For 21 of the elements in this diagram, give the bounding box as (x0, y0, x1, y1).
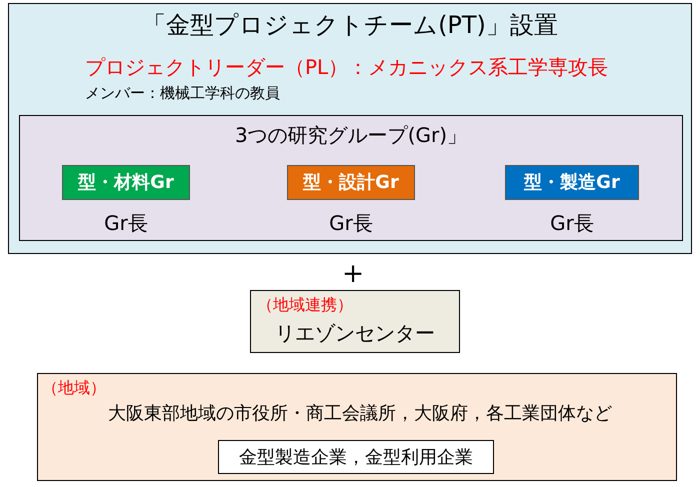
panel-box (218, 440, 494, 474)
plus-sign: ＋ (336, 254, 370, 290)
leader-caption: Gr長 (549, 210, 595, 236)
panel-box (19, 115, 683, 241)
member-text: メンバー：機械工学科の教員 (85, 83, 280, 103)
heading: 「金型プロジェクトチーム(PT)」設置 (141, 10, 559, 40)
group-heading: 3つの研究グループ(Gr)」 (234, 122, 468, 148)
region-text: 大阪東部地域の市役所・商工会議所，大阪府，各工業団体など (108, 402, 612, 426)
leader-caption: Gr長 (103, 210, 149, 236)
firms-label: 金型製造企業，金型利用企業 (238, 446, 474, 470)
leader-caption: Gr長 (328, 210, 374, 236)
leader-text: プロジェクトリーダー（PL）：メカニックス系工学専攻長 (85, 54, 608, 80)
panel-box (8, 3, 692, 254)
panel-box (250, 290, 460, 353)
region-tag: （地域連携） (257, 294, 353, 316)
group-label: 型・製造Gr (523, 171, 621, 195)
region-tag: （地域） (42, 377, 106, 399)
group-label: 型・材料Gr (77, 171, 175, 195)
center-name: リエゾンセンター (275, 320, 435, 347)
panel-box (37, 373, 677, 481)
group-label: 型・設計Gr (302, 171, 400, 195)
